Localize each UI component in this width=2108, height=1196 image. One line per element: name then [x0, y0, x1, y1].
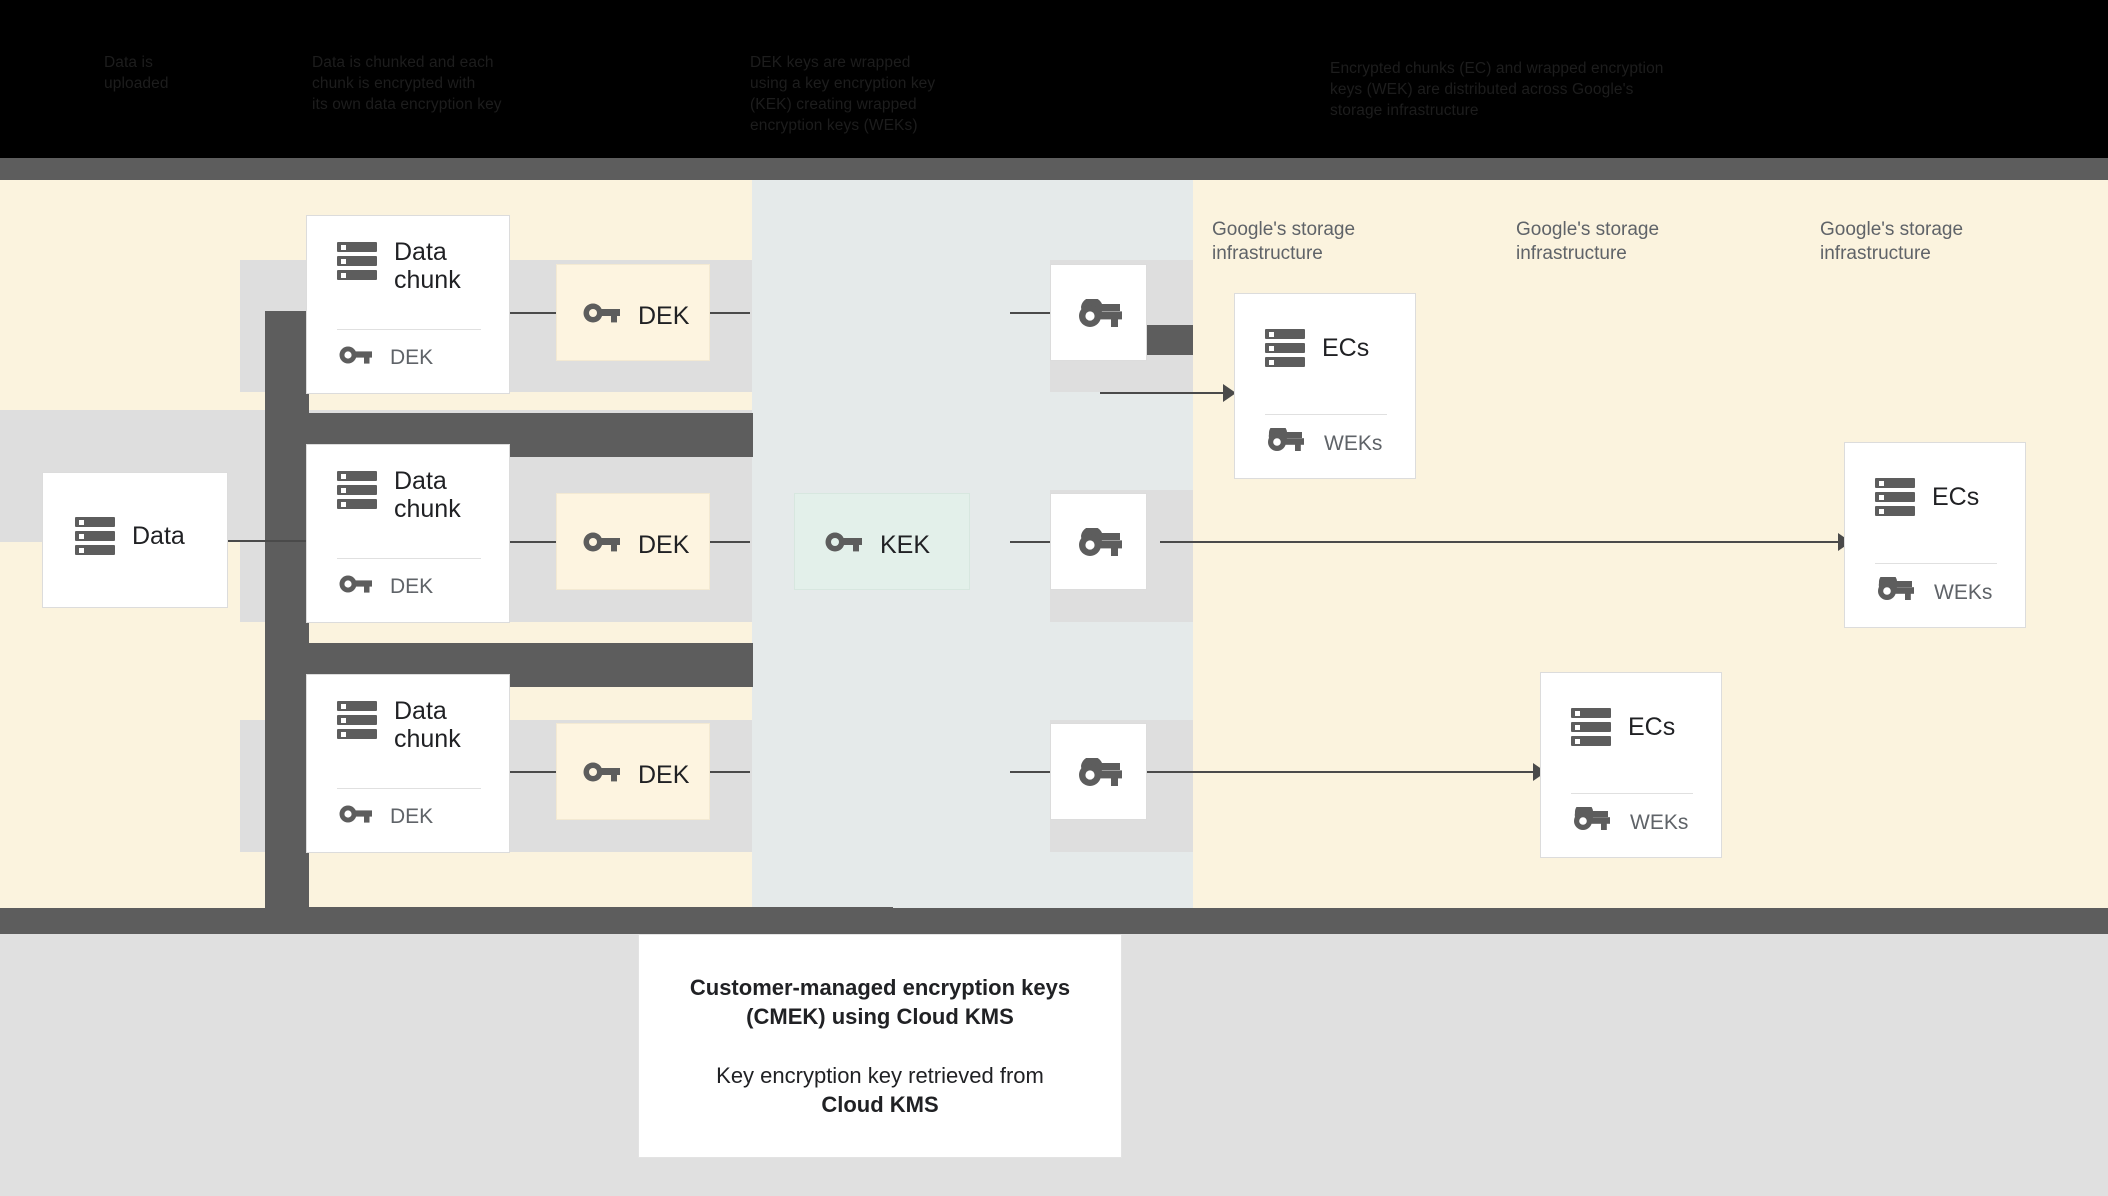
- header-column-1: Data is uploaded: [104, 54, 169, 92]
- ecs-card-key-label: WEKs: [1934, 580, 1993, 604]
- data-chunk-card-1[interactable]: Data chunk DEK: [306, 215, 510, 394]
- dek-card-3[interactable]: DEK: [556, 723, 710, 820]
- kek-card-label: KEK: [880, 530, 931, 559]
- wek-card-2[interactable]: [1050, 493, 1147, 590]
- database-icon: [75, 517, 115, 555]
- card-divider: [1571, 793, 1693, 794]
- dek-card-2[interactable]: DEK: [556, 493, 710, 590]
- caption-line-1: Customer-managed encryption keys: [689, 975, 1071, 1000]
- key-icon: [825, 530, 863, 559]
- connector-kek-to-wek2: [710, 541, 750, 543]
- connector-dek1-to-wek1: [710, 312, 750, 314]
- header-column-2: Data is chunked and each chunk is encryp…: [312, 54, 502, 113]
- data-chunk-key-label: DEK: [390, 574, 434, 598]
- key-icon: [339, 803, 373, 830]
- key-icon: [583, 760, 621, 789]
- database-icon: [1875, 478, 1915, 516]
- header-column-3: DEK keys are wrapped using a key encrypt…: [750, 54, 936, 134]
- connector-chunk2-to-dek2: [510, 541, 556, 543]
- caption-line-3: Key encryption key retrieved from: [716, 1063, 1044, 1088]
- connector-data-to-chunk: [228, 540, 308, 542]
- wek-card-3[interactable]: [1050, 723, 1147, 820]
- arrow-1-head: [1223, 384, 1236, 402]
- card-divider: [337, 558, 481, 559]
- arrow-1-shaft: [1100, 392, 1225, 394]
- infra-label-2: Google's storage infrastructure: [1516, 219, 1660, 264]
- infra-label-1: Google's storage infrastructure: [1212, 219, 1356, 264]
- data-chunk-title: Data chunk: [394, 697, 461, 753]
- key-icon: [339, 573, 373, 600]
- key-icon: [583, 530, 621, 559]
- caption-line-4: Cloud KMS: [821, 1092, 939, 1117]
- data-chunk-key-label: DEK: [390, 345, 434, 369]
- key-icon: [339, 344, 373, 371]
- ecs-card-title: ECs: [1628, 713, 1676, 741]
- key-icon: [583, 301, 621, 330]
- kek-card-main[interactable]: KEK: [794, 493, 970, 590]
- database-icon: [337, 701, 377, 739]
- wrapped-key-icon: [1075, 526, 1125, 564]
- dek-card-1[interactable]: DEK: [556, 264, 710, 361]
- database-icon: [337, 242, 377, 280]
- data-chunk-card-3[interactable]: Data chunk DEK: [306, 674, 510, 853]
- connector-chunk3-to-dek3: [510, 771, 556, 773]
- ecs-card-title: ECs: [1932, 483, 1980, 511]
- ecs-card-1[interactable]: ECs WEKs: [1234, 293, 1416, 479]
- connector-chunk1-to-dek1: [510, 312, 556, 314]
- infra-label-3: Google's storage infrastructure: [1820, 219, 1964, 264]
- connector-dek3-to-wek3: [710, 771, 750, 773]
- data-chunk-title: Data chunk: [394, 467, 461, 523]
- data-chunk-key-label: DEK: [390, 804, 434, 828]
- fork-trunk: [265, 311, 309, 951]
- data-card-title: Data: [132, 522, 185, 550]
- data-chunk-card-2[interactable]: Data chunk DEK: [306, 444, 510, 623]
- ecs-card-key-label: WEKs: [1630, 810, 1689, 834]
- database-icon: [1571, 708, 1611, 746]
- arrow-2-shaft: [1160, 541, 1840, 543]
- diagram-canvas: Data Data chunk DEK Data chunk DEK: [0, 180, 2108, 951]
- data-chunk-title: Data chunk: [394, 238, 461, 294]
- card-divider: [1265, 414, 1387, 415]
- arrow-3-shaft: [1010, 771, 1535, 773]
- ecs-card-key-label: WEKs: [1324, 431, 1383, 455]
- footer-divider: [0, 908, 2108, 934]
- wrapped-key-icon: [1075, 297, 1125, 335]
- ecs-card-3[interactable]: ECs WEKs: [1540, 672, 1722, 858]
- dek-card-label: DEK: [638, 760, 690, 789]
- database-icon: [1265, 329, 1305, 367]
- wrapped-key-icon: [1075, 756, 1125, 794]
- dek-card-label: DEK: [638, 301, 690, 330]
- wek-card-1[interactable]: [1050, 264, 1147, 361]
- card-divider: [1875, 563, 1997, 564]
- ecs-card-title: ECs: [1322, 334, 1370, 362]
- caption-primary: Customer-managed encryption keys (CMEK) …: [690, 973, 1070, 1031]
- data-card[interactable]: Data: [42, 472, 228, 608]
- header-divider: [0, 158, 2108, 180]
- wrapped-key-icon: [1265, 423, 1307, 459]
- ecs-card-2[interactable]: ECs WEKs: [1844, 442, 2026, 628]
- header-column-4: Encrypted chunks (EC) and wrapped encryp…: [1330, 60, 1664, 119]
- dek-card-label: DEK: [638, 530, 690, 559]
- caption-secondary: Key encryption key retrieved from Cloud …: [716, 1061, 1044, 1119]
- header-banner: Data is uploaded Data is chunked and eac…: [0, 0, 2108, 158]
- wrapped-key-icon: [1875, 572, 1917, 608]
- footer-panel: Customer-managed encryption keys (CMEK) …: [0, 908, 2108, 1196]
- wrapped-key-icon: [1571, 802, 1613, 838]
- caption-line-2: (CMEK) using Cloud KMS: [746, 1004, 1014, 1029]
- database-icon: [337, 471, 377, 509]
- caption-box: Customer-managed encryption keys (CMEK) …: [638, 934, 1122, 1158]
- connector-wek1-lead: [1010, 312, 1052, 314]
- card-divider: [337, 788, 481, 789]
- card-divider: [337, 329, 481, 330]
- connector-wek2-lead: [1010, 541, 1052, 543]
